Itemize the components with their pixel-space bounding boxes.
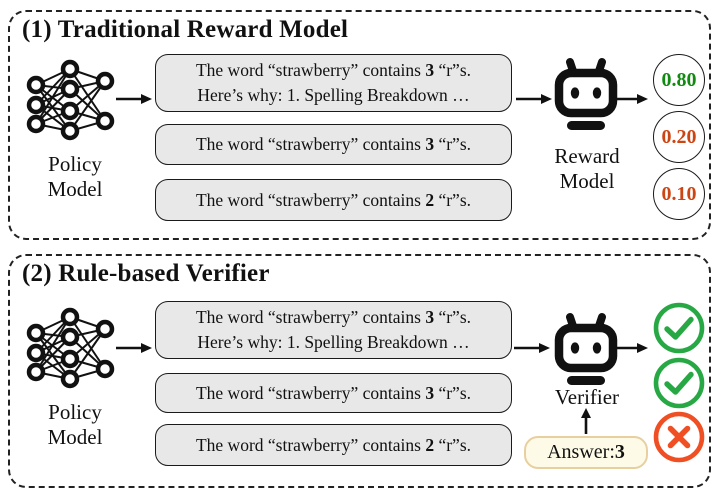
score-badge-2: 0.20 xyxy=(653,111,705,163)
robot-icon xyxy=(554,313,618,385)
neural-network-icon xyxy=(26,307,115,389)
neural-network-icon xyxy=(26,59,115,141)
answer-box: Answer: 3 xyxy=(524,436,648,469)
panel-traditional-reward-model: (1) Traditional Reward Model Policy Mode… xyxy=(8,10,711,240)
arrow-right-icon xyxy=(614,343,648,353)
score-badge-1: 0.80 xyxy=(653,54,705,106)
score-badge-3: 0.10 xyxy=(653,168,705,220)
response-bubble-2: The word “strawberry” contains 3 “r”s. xyxy=(155,124,512,165)
arrow-right-icon xyxy=(614,94,648,104)
verifier-label: Verifier xyxy=(554,385,620,409)
response-bubble-1: The word “strawberry” contains 3 “r”s. H… xyxy=(155,54,512,112)
response-bubble-1: The word “strawberry” contains 3 “r”s. H… xyxy=(155,301,512,359)
check-icon xyxy=(653,357,705,409)
cross-icon xyxy=(653,411,705,463)
panel-rule-based-verifier: (2) Rule-based Verifier Policy Model xyxy=(8,254,711,488)
arrow-right-icon xyxy=(516,94,552,104)
policy-model-label: Policy Model xyxy=(47,152,103,201)
response-bubble-3: The word “strawberry” contains 2 “r”s. xyxy=(155,424,512,466)
robot-icon xyxy=(554,58,618,130)
arrow-up-icon xyxy=(581,408,591,434)
arrow-right-icon xyxy=(514,343,550,353)
arrow-right-icon xyxy=(116,94,152,104)
panel-1-title: (1) Traditional Reward Model xyxy=(22,16,349,43)
policy-model-label: Policy Model xyxy=(47,400,103,449)
arrow-right-icon xyxy=(116,343,152,353)
response-bubble-3: The word “strawberry” contains 2 “r”s. xyxy=(155,179,512,221)
reward-model-label: Reward Model xyxy=(554,144,620,193)
check-icon xyxy=(653,302,705,354)
response-bubble-2: The word “strawberry” contains 3 “r”s. xyxy=(155,373,512,413)
panel-2-title: (2) Rule-based Verifier xyxy=(22,260,270,287)
